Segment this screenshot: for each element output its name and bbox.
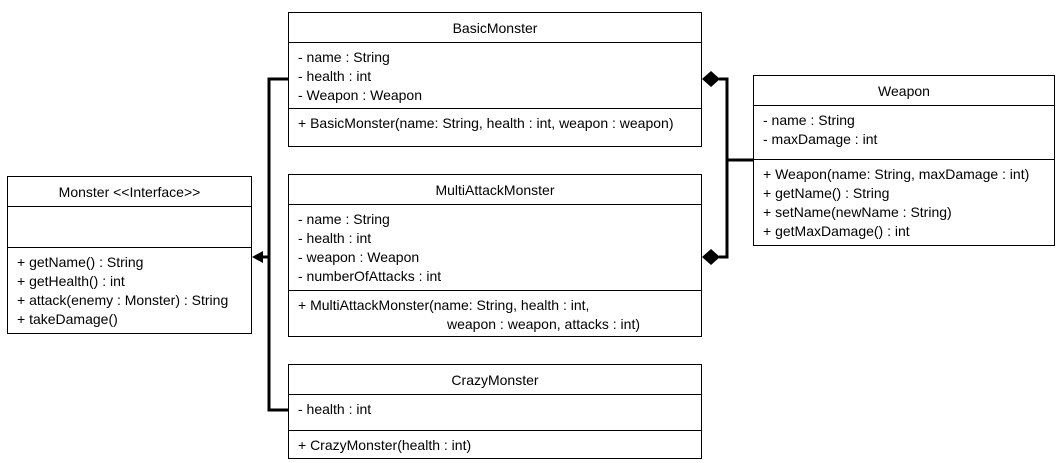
weapon-class[interactable]: Weapon - name : String - maxDamage : int… (753, 75, 1055, 246)
realization-line (262, 77, 288, 412)
methods-section: + Weapon(name: String, maxDamage : int) … (754, 160, 1054, 241)
composition-diamond-multi (702, 249, 720, 265)
attributes-section: - name : String - health : int - weapon … (289, 205, 701, 291)
attribute-row: - name : String (298, 49, 390, 65)
attribute-row: - health : int (298, 230, 372, 246)
realization-arrowhead (252, 251, 263, 263)
attribute-row: - weapon : Weapon (298, 249, 420, 265)
method-row: + getMaxDamage() : int (763, 223, 910, 239)
methods-section: + getName() : String + getHealth() : int… (8, 248, 251, 329)
methods-section: + BasicMonster(name: String, health : in… (289, 109, 701, 133)
class-title: Weapon (754, 76, 1054, 106)
attribute-row: - name : String (298, 211, 390, 227)
attributes-section: - name : String - health : int - Weapon … (289, 43, 701, 109)
methods-section: + CrazyMonster(health : int) (289, 431, 701, 455)
attributes-section (8, 207, 251, 248)
method-row-continued: weapon : weapon, attacks : int) (447, 316, 640, 332)
attribute-row: - name : String (763, 112, 855, 128)
method-row: + Weapon(name: String, maxDamage : int) (763, 166, 1030, 182)
class-title: CrazyMonster (289, 365, 701, 395)
attribute-row: - maxDamage : int (763, 131, 878, 147)
method-row: + attack(enemy : Monster) : String (17, 292, 229, 308)
method-row: + getName() : String (763, 185, 890, 201)
attribute-row: - health : int (298, 68, 372, 84)
method-row: + setName(newName : String) (763, 204, 952, 220)
method-row: + takeDamage() (17, 311, 118, 327)
class-title: Monster <<Interface>> (8, 177, 251, 207)
attributes-section: - name : String - maxDamage : int (754, 106, 1054, 160)
methods-section: + MultiAttackMonster(name: String, healt… (289, 291, 701, 334)
multi-attack-monster-class[interactable]: MultiAttackMonster - name : String - hea… (288, 174, 702, 337)
attribute-row: - health : int (298, 401, 372, 417)
method-row: + CrazyMonster(health : int) (298, 437, 472, 453)
composition-diamond-basic (702, 71, 720, 87)
method-row: + BasicMonster(name: String, health : in… (298, 115, 674, 131)
method-row: + getName() : String (17, 254, 144, 270)
attribute-row: - numberOfAttacks : int (298, 268, 442, 284)
crazy-monster-class[interactable]: CrazyMonster - health : int + CrazyMonst… (288, 364, 702, 459)
method-row: + getHealth() : int (17, 273, 125, 289)
class-title: MultiAttackMonster (289, 175, 701, 205)
monster-interface-class[interactable]: Monster <<Interface>> + getName() : Stri… (7, 176, 252, 334)
attributes-section: - health : int (289, 395, 701, 431)
class-title: BasicMonster (289, 13, 701, 43)
composition-line (719, 77, 753, 259)
attribute-row: - Weapon : Weapon (298, 87, 423, 103)
basic-monster-class[interactable]: BasicMonster - name : String - health : … (288, 12, 702, 147)
method-row: + MultiAttackMonster(name: String, healt… (298, 297, 590, 313)
